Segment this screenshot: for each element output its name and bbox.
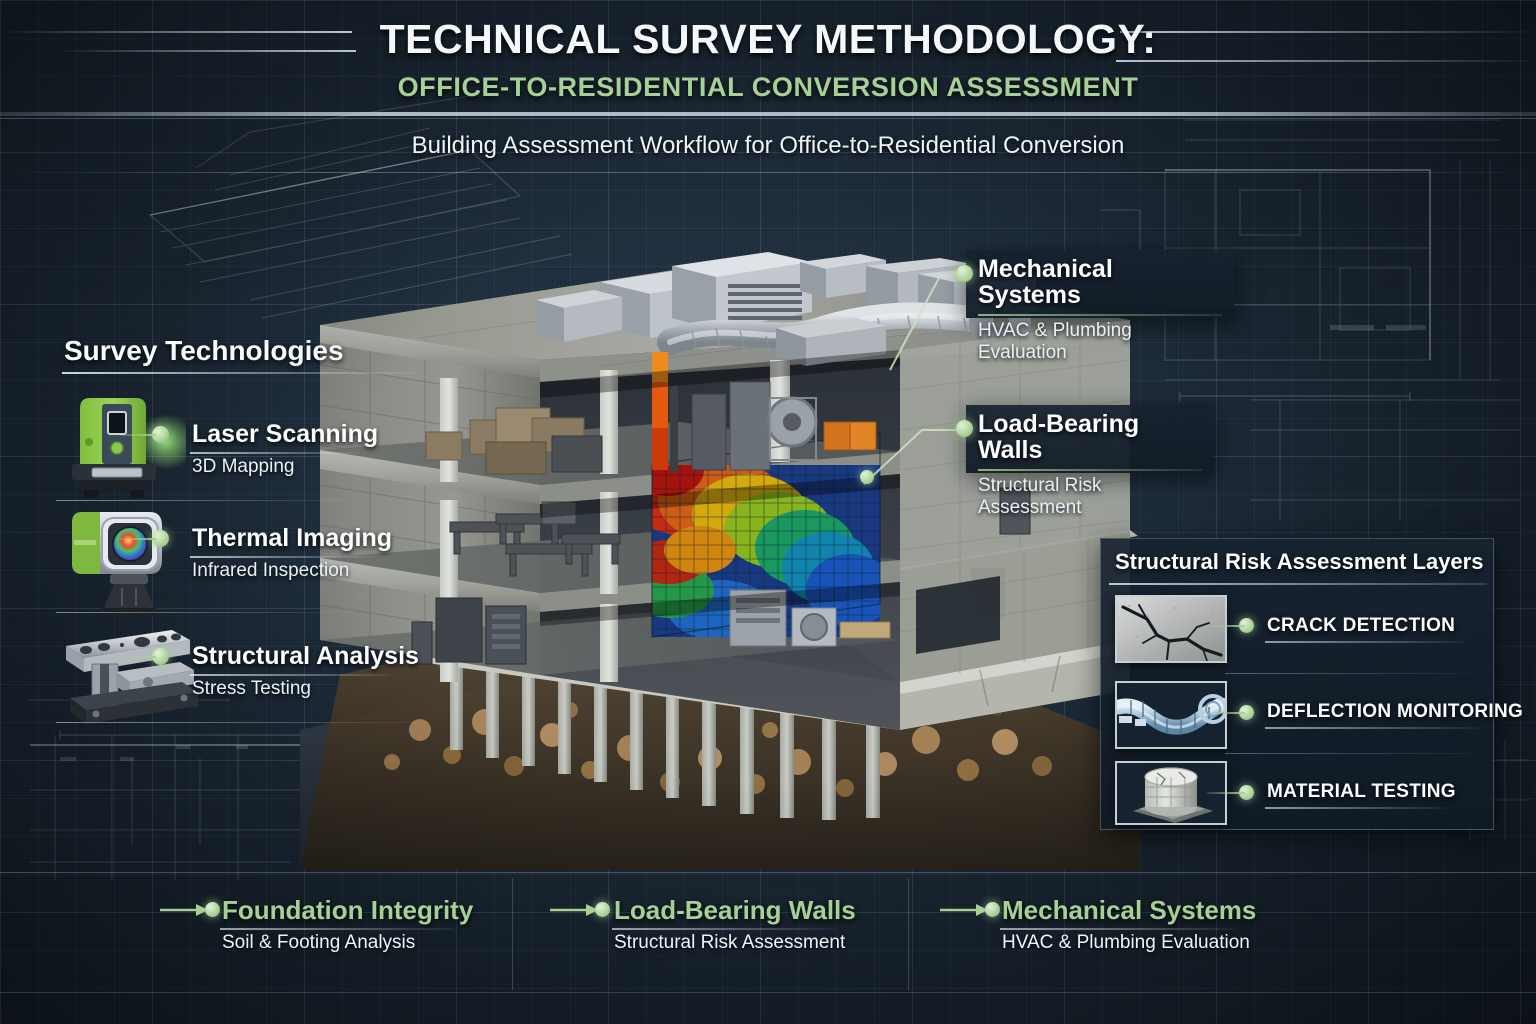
load-bearing-walls-dot	[956, 420, 973, 437]
survey-tech-subtitle-0: 3D Mapping	[192, 456, 295, 477]
bottom-column-divider-1	[512, 878, 513, 990]
deflection-monitoring-thumbnail	[1115, 681, 1227, 749]
risk-layers-heading: Structural Risk Assessment Layers	[1115, 549, 1484, 574]
bottom-divider-top	[0, 872, 1536, 873]
bottom-title-rule-1	[612, 928, 834, 930]
material-testing-leader	[1207, 792, 1245, 794]
survey-tech-separator-2	[56, 722, 436, 723]
structural-risk-layers-panel: Structural Risk Assessment Layers	[1100, 538, 1523, 830]
load-bearing-walls-bottom-dot	[595, 902, 610, 917]
risk-layer-rule-1	[1265, 727, 1479, 729]
survey-tech-separator-0	[56, 500, 366, 501]
callout-subtitle-0: HVAC & Plumbing Evaluation	[978, 319, 1132, 363]
structural-analysis-dot	[152, 648, 169, 665]
survey-tech-subtitle-1: Infrared Inspection	[192, 560, 350, 581]
title-rule-left	[0, 31, 352, 33]
page-title: TECHNICAL SURVEY METHODOLOGY:	[379, 16, 1157, 62]
title-rule-right	[1120, 31, 1536, 33]
survey-tech-separator-1	[56, 612, 356, 613]
callout-rule-1	[978, 468, 1202, 471]
bottom-subtitle-0: Soil & Footing Analysis	[222, 932, 416, 953]
risk-layer-label-2: MATERIAL TESTING	[1267, 781, 1456, 802]
survey-tech-title-2: Structural Analysis	[192, 642, 419, 670]
bottom-column-divider-2	[908, 878, 909, 990]
thermal-imaging-dot	[152, 530, 169, 547]
bottom-title-rule-2	[1000, 928, 1234, 930]
crack-detection-leader	[1207, 625, 1245, 627]
bottom-title-rule-0	[220, 928, 454, 930]
header-divider-thin	[0, 118, 1536, 119]
bottom-subtitle-1: Structural Risk Assessment	[614, 932, 846, 953]
survey-tech-title-1: Thermal Imaging	[192, 524, 393, 552]
header-divider	[0, 112, 1536, 116]
workflow-caption: Building Assessment Workflow for Office-…	[411, 132, 1125, 159]
thermal-camera-icon	[72, 512, 162, 617]
risk-layer-separator-1	[1225, 753, 1481, 754]
deflection-monitoring-dot	[1239, 705, 1254, 720]
title-rule-right-2	[1116, 60, 1536, 62]
crack-detection-dot	[1239, 618, 1254, 633]
mechanical-systems-bottom-dot	[985, 902, 1000, 917]
callout-subtitle-1: Structural Risk Assessment	[978, 474, 1102, 518]
deflection-monitoring-leader	[1207, 712, 1245, 714]
callout-title-1: Load-Bearing Walls	[978, 410, 1140, 465]
risk-layer-label-0: CRACK DETECTION	[1267, 615, 1456, 636]
risk-layer-label-1: DEFLECTION MONITORING	[1267, 701, 1524, 722]
survey-tech-title-0: Laser Scanning	[192, 420, 379, 448]
structural-analysis-leader	[118, 656, 156, 658]
building-cutaway-illustration	[300, 252, 1140, 870]
survey-technologies-heading: Survey Technologies	[64, 335, 344, 366]
risk-layer-rule-2	[1265, 807, 1445, 809]
laser-scanner-icon	[72, 398, 186, 498]
callout-rule-0	[978, 313, 1222, 316]
bottom-subtitle-2: HVAC & Plumbing Evaluation	[1002, 932, 1250, 953]
material-testing-dot	[1239, 785, 1254, 800]
survey-tech-title-rule-1	[190, 556, 370, 558]
thermal-imaging-leader	[118, 538, 156, 540]
foundation-integrity-arrow-icon	[160, 904, 208, 916]
workflow-rule	[0, 172, 1536, 173]
risk-layer-separator-0	[1225, 673, 1481, 674]
crack-detection-thumbnail	[1115, 595, 1227, 663]
survey-tech-title-rule-0	[190, 452, 360, 454]
callout-title-0: Mechanical Systems	[978, 255, 1113, 310]
foundation-integrity-dot	[205, 902, 220, 917]
header: TECHNICAL SURVEY METHODOLOGY: OFFICE-TO-…	[0, 0, 1536, 124]
survey-technologies-rule	[62, 372, 420, 374]
laser-scanning-leader	[120, 434, 156, 436]
laser-scanning-dot	[152, 426, 169, 443]
callout-mechanical-systems[interactable]: Mechanical Systems HVAC & Plumbing Evalu…	[966, 250, 1234, 363]
callout-load-bearing-walls[interactable]: Load-Bearing Walls Structural Risk Asses…	[966, 405, 1214, 518]
mechanical-systems-dot	[956, 265, 973, 282]
load-bearing-walls-arrow-icon	[550, 904, 598, 916]
survey-tech-title-rule-2	[190, 674, 390, 676]
load-bearing-walls-leader-line	[863, 429, 970, 485]
survey-tech-subtitle-2: Stress Testing	[192, 678, 311, 699]
page-subtitle: OFFICE-TO-RESIDENTIAL CONVERSION ASSESSM…	[397, 72, 1139, 102]
mechanical-systems-arrow-icon	[940, 904, 988, 916]
bottom-title-0: Foundation Integrity	[222, 895, 474, 925]
risk-layer-rule-0	[1265, 641, 1465, 643]
bottom-title-2: Mechanical Systems	[1002, 895, 1257, 925]
bottom-divider-bottom	[0, 992, 1536, 993]
stress-test-rig-icon	[66, 630, 198, 724]
risk-layers-heading-rule	[1109, 583, 1487, 585]
load-bearing-walls-anchor-dot	[860, 470, 874, 484]
bottom-title-1: Load-Bearing Walls	[614, 895, 856, 925]
title-rule-left-2	[56, 50, 356, 52]
